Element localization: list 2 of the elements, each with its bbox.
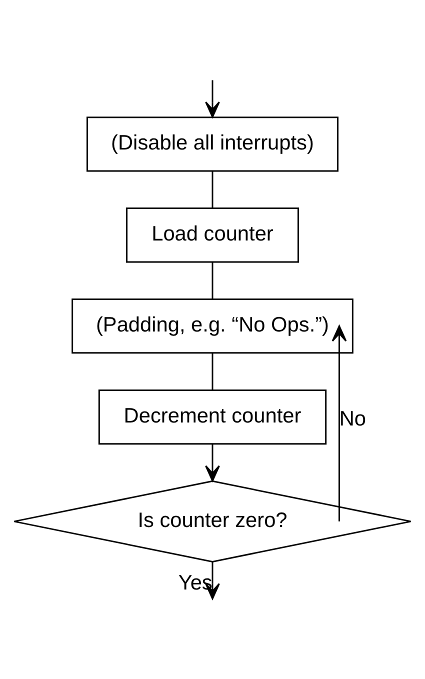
edge-label: No: [339, 408, 366, 431]
edge-label: Yes: [178, 571, 212, 594]
